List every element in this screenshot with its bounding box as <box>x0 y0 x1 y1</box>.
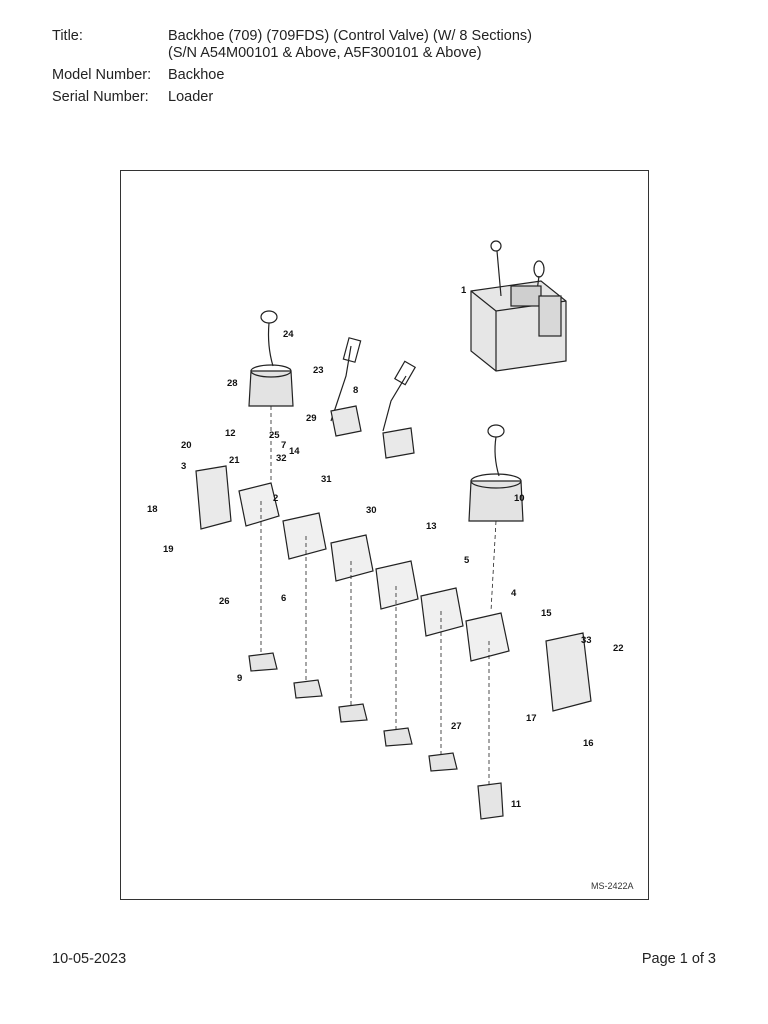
callout-28: 28 <box>227 378 238 389</box>
callout-10: 10 <box>514 493 525 504</box>
callout-11: 11 <box>511 799 522 810</box>
exploded-valve-diagram: 1 2 3 4 5 6 7 8 9 10 11 12 13 14 15 16 1… <box>147 240 634 891</box>
callout-13: 13 <box>426 521 437 532</box>
title-line-2: (S/N A54M00101 & Above, A5F300101 & Abov… <box>168 45 482 61</box>
callout-4: 4 <box>511 588 517 599</box>
callout-31: 31 <box>321 474 332 485</box>
callout-26: 26 <box>219 596 230 607</box>
assembled-valve-illustration <box>470 240 567 372</box>
footer-page-number: Page 1 of 3 <box>641 951 716 967</box>
callout-29: 29 <box>306 413 317 424</box>
diagram-reference-code: MS-2422A <box>591 881 634 891</box>
serial-number-value: Loader <box>168 89 214 105</box>
callout-30: 30 <box>366 505 377 516</box>
callout-23: 23 <box>313 365 324 376</box>
callout-17: 17 <box>526 713 537 724</box>
title-label: Title: <box>52 28 83 44</box>
valve-sections-illustration <box>238 482 510 662</box>
callout-6: 6 <box>281 593 286 604</box>
callout-16: 16 <box>583 738 594 749</box>
callout-20: 20 <box>181 440 192 451</box>
callout-1: 1 <box>461 285 467 296</box>
callout-3: 3 <box>181 461 186 472</box>
callout-21: 21 <box>229 455 240 466</box>
callout-9: 9 <box>237 673 242 684</box>
callout-14: 14 <box>289 446 300 457</box>
callout-12: 12 <box>225 428 236 439</box>
callout-8: 8 <box>353 385 358 396</box>
callout-32: 32 <box>276 453 287 464</box>
parts-diagram-frame: 1 2 3 4 5 6 7 8 9 10 11 12 13 14 15 16 1… <box>120 170 649 900</box>
callout-18: 18 <box>147 504 158 515</box>
callout-33: 33 <box>581 635 592 646</box>
model-number-label: Model Number: <box>52 67 152 83</box>
callout-5: 5 <box>464 555 470 566</box>
model-number-value: Backhoe <box>168 67 225 83</box>
callout-2: 2 <box>273 493 278 504</box>
callout-25: 25 <box>269 430 280 441</box>
joystick-left-illustration <box>248 310 294 407</box>
title-line-1: Backhoe (709) (709FDS) (Control Valve) (… <box>168 28 532 44</box>
callout-24: 24 <box>283 329 294 340</box>
callout-15: 15 <box>541 608 552 619</box>
callout-19: 19 <box>163 544 174 555</box>
callout-labels: 1 2 3 4 5 6 7 8 9 10 11 12 13 14 15 16 1… <box>147 285 624 810</box>
callout-22: 22 <box>613 643 624 654</box>
serial-number-label: Serial Number: <box>52 89 149 105</box>
callout-7: 7 <box>281 440 286 451</box>
footer-date: 10-05-2023 <box>52 951 127 967</box>
joystick-right-illustration <box>468 424 524 522</box>
callout-27: 27 <box>451 721 462 732</box>
